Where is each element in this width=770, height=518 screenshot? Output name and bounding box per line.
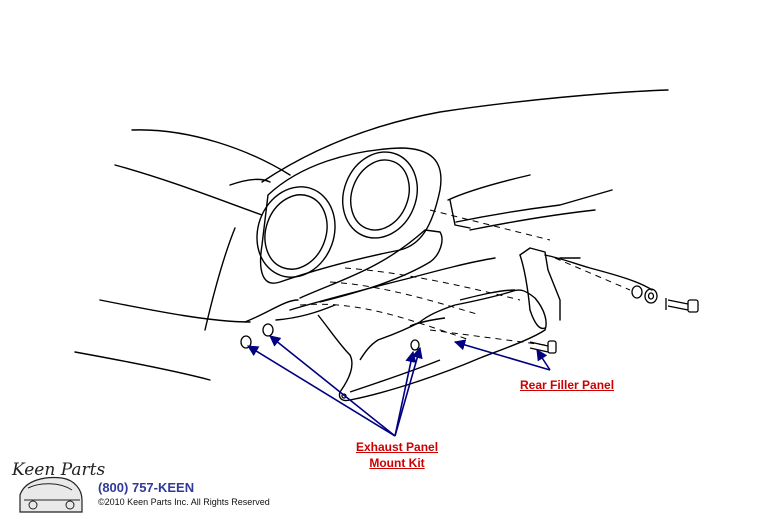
callout-exhaust-panel-mount-kit[interactable]: Exhaust Panel Mount Kit xyxy=(356,439,438,471)
logo-script-text: Keen Parts xyxy=(11,460,105,480)
copyright-notice: ©2010 Keen Parts Inc. All Rights Reserve… xyxy=(98,497,270,507)
car-body-outline xyxy=(74,89,669,381)
phone-number[interactable]: (800) 757-KEEN xyxy=(98,480,195,495)
keen-parts-logo: Keen Parts xyxy=(11,460,105,513)
callout-exhaust-line2: Mount Kit xyxy=(369,456,425,470)
exhaust-panel xyxy=(317,289,547,402)
callout-exhaust-line1: Exhaust Panel xyxy=(356,440,439,454)
hidden-lines xyxy=(299,209,631,346)
callout-rear-filler-panel[interactable]: Rear Filler Panel xyxy=(520,378,615,392)
leader-exhaust-2 xyxy=(394,350,417,437)
leader-arrows xyxy=(247,335,551,437)
leader-exhaust-3 xyxy=(269,335,396,437)
leader-exhaust-4 xyxy=(394,346,423,437)
leader-rear-filler-2 xyxy=(536,349,551,371)
mount-hardware xyxy=(240,285,699,399)
leader-rear-filler xyxy=(453,339,551,371)
leader-exhaust-1 xyxy=(247,345,396,437)
